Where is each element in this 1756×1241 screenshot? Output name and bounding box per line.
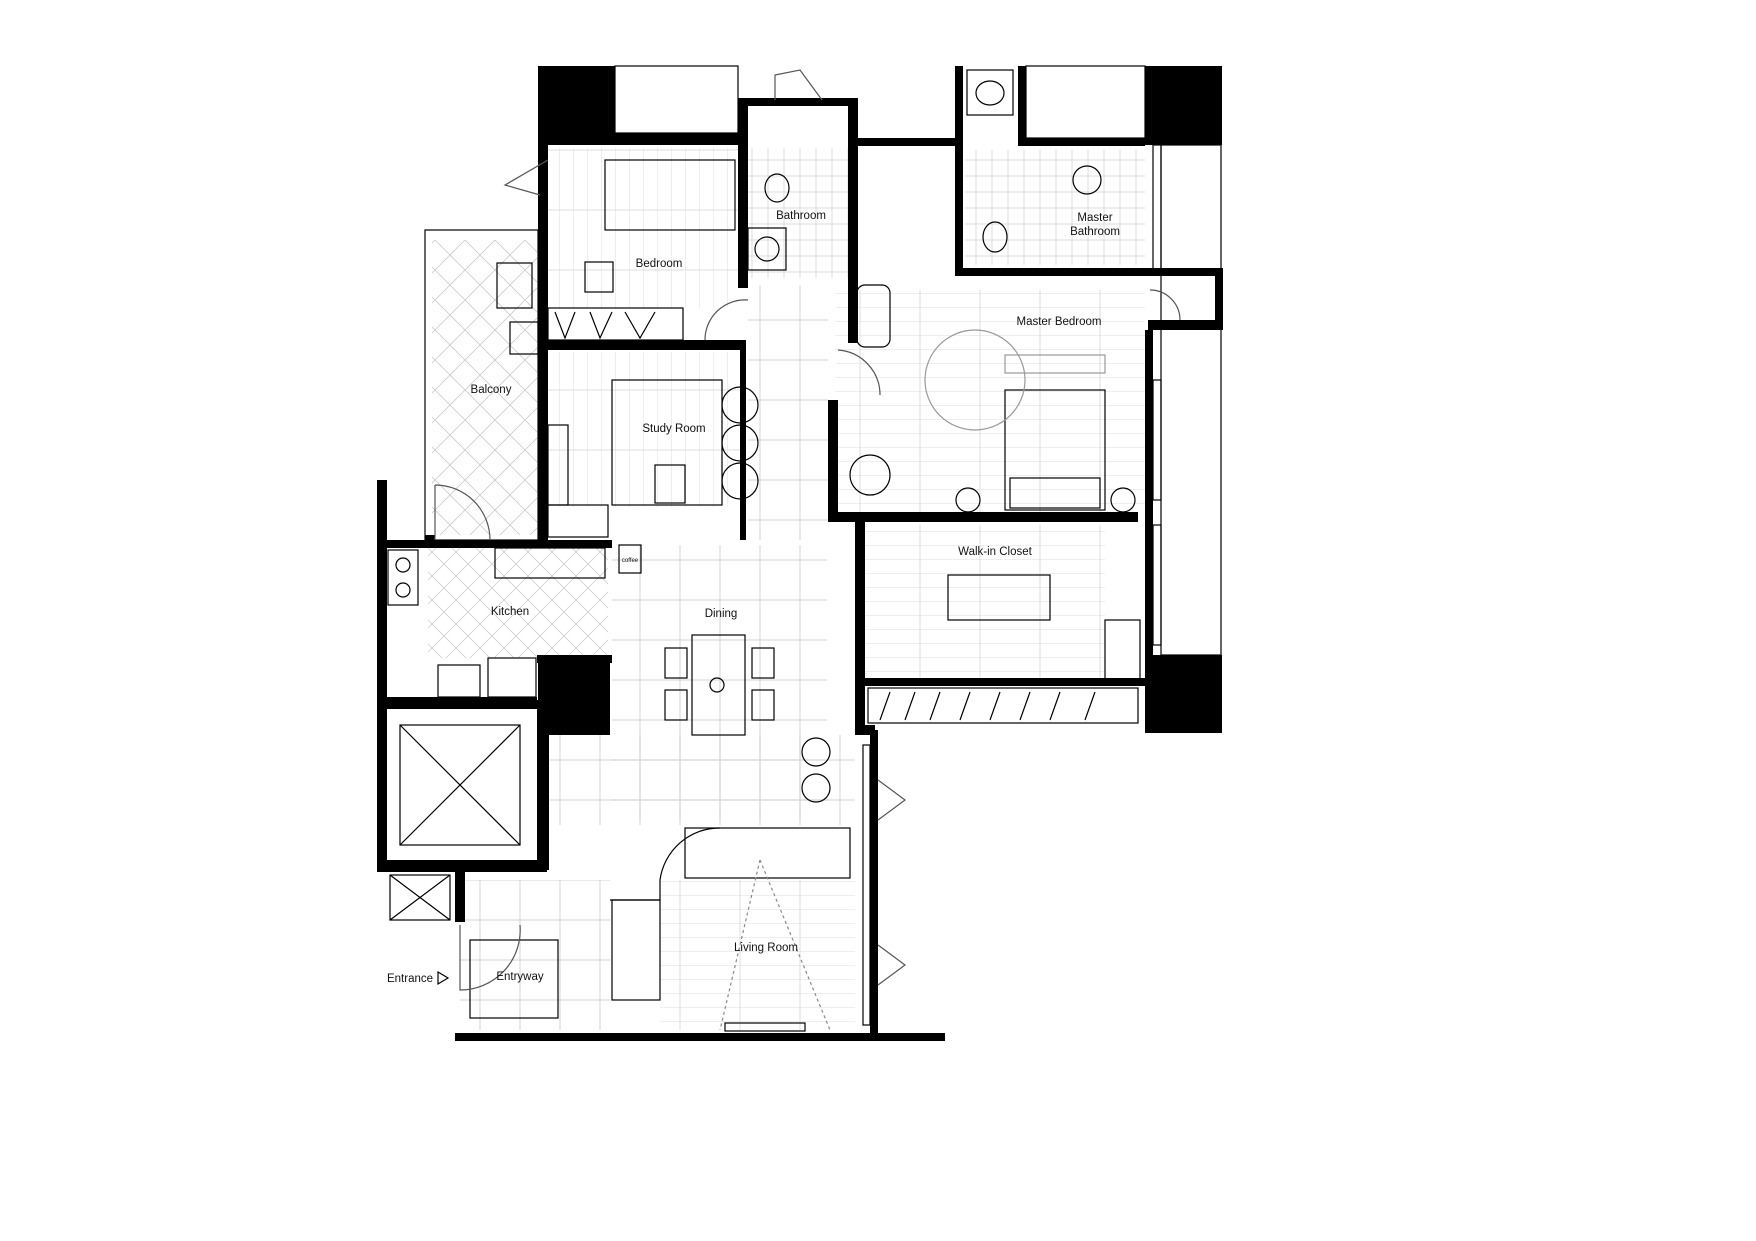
lounge-chair bbox=[611, 899, 661, 1001]
windows bbox=[424, 65, 1222, 1026]
balcony-floor bbox=[432, 240, 537, 535]
study-daybed bbox=[547, 424, 569, 506]
sofa bbox=[684, 827, 851, 879]
label-living-room: Living Room bbox=[734, 942, 798, 954]
stool-icon bbox=[721, 386, 759, 424]
bar-stool-icon bbox=[801, 737, 831, 767]
bathroom-sink-icon bbox=[747, 227, 787, 271]
walls bbox=[377, 66, 1223, 1041]
kitchen-counter bbox=[494, 547, 606, 579]
label-master-bedroom: Master Bedroom bbox=[1016, 316, 1101, 328]
kitchen-floor bbox=[428, 548, 608, 658]
label-master-bathroom-1: Master bbox=[1077, 212, 1112, 224]
study-chair bbox=[654, 464, 686, 504]
master-bedroom-cabinet bbox=[856, 284, 891, 348]
label-entryway: Entryway bbox=[496, 971, 544, 983]
stove-icon bbox=[387, 549, 419, 606]
label-master-bathroom-2: Bathroom bbox=[1070, 226, 1120, 238]
bathroom-floor bbox=[748, 148, 848, 278]
bedroom-door bbox=[704, 299, 749, 341]
dining-table bbox=[691, 634, 746, 736]
bedroom-floor bbox=[548, 148, 738, 308]
tv-console bbox=[724, 1022, 806, 1032]
label-dining: Dining bbox=[705, 608, 738, 620]
entrance-label: Entrance bbox=[387, 973, 433, 985]
master-bed bbox=[1004, 389, 1106, 511]
balcony-sink-icon bbox=[509, 321, 539, 355]
label-bathroom: Bathroom bbox=[776, 210, 826, 222]
balcony-washer-icon bbox=[496, 262, 533, 309]
nightstand-icon bbox=[1110, 487, 1136, 513]
bedroom-wardrobe bbox=[547, 307, 684, 341]
label-kitchen: Kitchen bbox=[491, 606, 529, 618]
bathroom-window-door bbox=[774, 69, 823, 101]
master-door bbox=[837, 349, 881, 396]
label-balcony: Balcony bbox=[471, 384, 512, 396]
armchair-icon bbox=[849, 454, 891, 496]
stool-icon bbox=[721, 462, 759, 500]
shoe-cabinet bbox=[389, 874, 451, 921]
hall-floor bbox=[748, 285, 828, 540]
label-study-room: Study Room bbox=[642, 423, 705, 435]
closet-island bbox=[947, 574, 1051, 621]
corridor-floor bbox=[550, 735, 855, 825]
closet-wardrobe bbox=[867, 687, 1139, 724]
fridge-icon bbox=[487, 657, 537, 698]
entry-door bbox=[459, 924, 521, 991]
master-bath-sink-icon bbox=[966, 69, 1014, 116]
entry-floor bbox=[460, 880, 610, 1030]
nightstand-icon bbox=[955, 487, 981, 513]
stool-icon bbox=[721, 424, 759, 462]
kitchen-sink-icon bbox=[437, 664, 481, 698]
pendant-light-icon bbox=[709, 677, 725, 693]
closet-floor bbox=[865, 525, 1105, 680]
triangle-right-icon bbox=[437, 970, 450, 986]
coffee-label: coffee bbox=[622, 558, 639, 564]
balcony-door bbox=[434, 484, 491, 541]
master-bath-toilet-icon bbox=[982, 221, 1008, 253]
study-floor bbox=[548, 352, 743, 507]
door-swing bbox=[924, 329, 1026, 431]
living-floor bbox=[660, 880, 855, 1030]
coffee-machine bbox=[618, 544, 642, 574]
label-walk-in-closet: Walk-in Closet bbox=[958, 546, 1033, 558]
entry-mat bbox=[469, 939, 559, 1019]
floor-finishes bbox=[428, 148, 1145, 1030]
elevator bbox=[399, 724, 521, 846]
person-icon bbox=[1072, 165, 1102, 195]
bathroom-toilet-icon bbox=[764, 173, 790, 203]
label-bedroom: Bedroom bbox=[636, 258, 683, 270]
furniture bbox=[387, 69, 1181, 1032]
bedroom-bed bbox=[604, 159, 736, 231]
master-bathroom-floor bbox=[965, 150, 1145, 265]
room-labels: Bathroom Master Bathroom Bedroom Master … bbox=[387, 210, 1120, 986]
bedroom-chair bbox=[584, 261, 614, 293]
bar-stool-icon bbox=[801, 773, 831, 803]
master-bedroom-floor bbox=[835, 290, 1145, 512]
